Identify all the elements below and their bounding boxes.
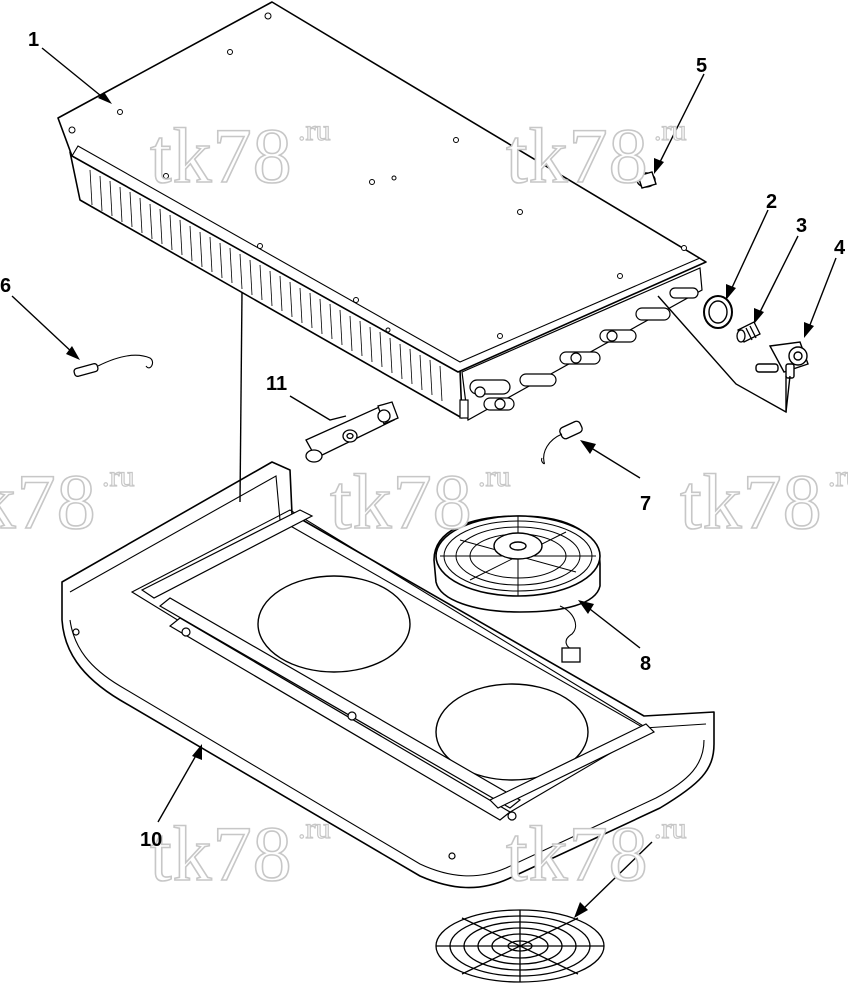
valve-part-4: [755, 341, 809, 379]
leader-lines: [11, 47, 837, 918]
callout-labels: 1 2 3 4 5 6 7 8 10 11: [0, 29, 846, 851]
callout-10: 10: [140, 829, 162, 851]
watermark-suffix: .ru: [478, 460, 511, 493]
clip-part-5: [636, 171, 657, 189]
leader-8: [585, 605, 641, 649]
callout-2: 2: [766, 191, 777, 213]
leader-2: [729, 209, 769, 293]
fitting-part-3: [736, 321, 761, 343]
callout-6: 6: [0, 275, 11, 297]
watermark-suffix: .ru: [654, 114, 687, 147]
watermark-text: tk78: [0, 458, 97, 545]
leader-5: [657, 73, 705, 167]
watermarks: tk78 .ru tk78 .ru tk78 .ru tk78 .ru tk78…: [0, 111, 848, 898]
watermark-text: tk78: [150, 112, 293, 199]
o-ring-part-2: [703, 295, 733, 329]
watermark-text: tk78: [150, 810, 293, 897]
callout-3: 3: [796, 215, 807, 237]
coil-tubing: [459, 267, 703, 421]
leader-10: [157, 751, 199, 823]
leader-guard: [579, 841, 653, 913]
leader-3: [757, 235, 799, 317]
watermark-suffix: .ru: [102, 460, 135, 493]
watermark-text: tk78: [330, 458, 473, 545]
leader-1-down: [239, 291, 243, 503]
sensor-part-7: [541, 420, 583, 465]
leader-7: [587, 445, 641, 479]
sensor-part-6: [73, 354, 154, 377]
coil-fins: [89, 169, 443, 402]
leader-6: [11, 295, 75, 355]
callout-1: 1: [28, 29, 39, 51]
watermark-text: tk78: [506, 112, 649, 199]
leader-1: [41, 47, 107, 101]
watermark-text: tk78: [506, 810, 649, 897]
fan-part-8: [433, 515, 601, 663]
callout-5: 5: [696, 55, 707, 77]
callout-7: 7: [640, 493, 651, 515]
leader-4: [807, 257, 837, 331]
watermark-suffix: .ru: [298, 114, 331, 147]
watermark-suffix: .ru: [298, 812, 331, 845]
coil-assembly-part-1: [57, 1, 707, 421]
watermark-text: tk78: [680, 458, 823, 545]
housing-part-10: [61, 461, 715, 889]
plate-holes: [68, 12, 687, 339]
callout-8: 8: [640, 653, 651, 675]
watermark-suffix: .ru: [654, 812, 687, 845]
callout-11: 11: [266, 373, 287, 395]
fan-guard: [435, 909, 605, 983]
leader-4b: [657, 295, 791, 414]
connector-part-11: [305, 401, 399, 463]
watermark-suffix: .ru: [828, 460, 848, 493]
leader-11: [289, 395, 347, 421]
callout-4: 4: [834, 237, 846, 259]
